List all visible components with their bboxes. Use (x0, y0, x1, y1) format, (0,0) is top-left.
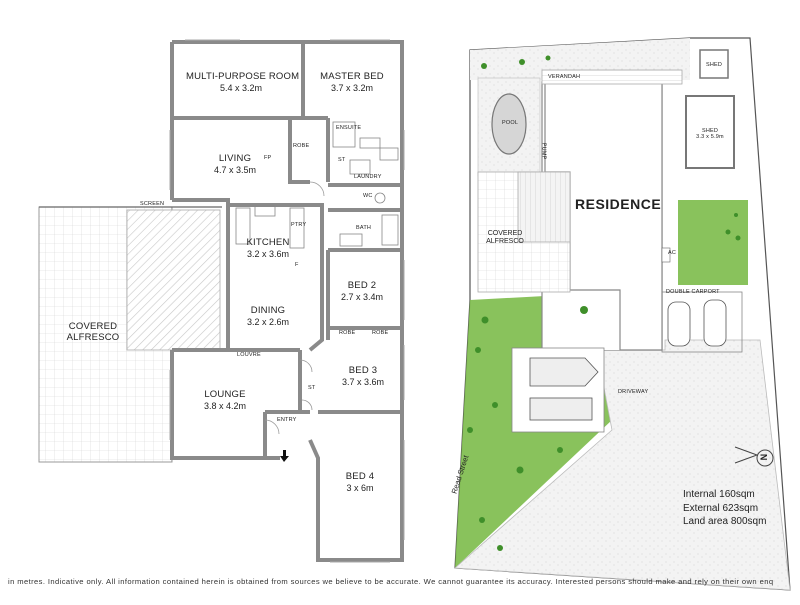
room-dimensions: 2.7 x 3.4m (340, 291, 384, 302)
room-name: LOUNGE (204, 389, 246, 400)
double-carport (661, 291, 743, 353)
room-dimensions: 3.2 x 2.6m (246, 316, 290, 327)
label-site-alfresco: COVERED ALFRESCO (485, 230, 525, 246)
room-bed-2: BED 2 2.7 x 3.4m (332, 280, 392, 302)
label-ac: AC (668, 250, 677, 256)
area-summary: Internal 160sqm External 623sqm Land are… (683, 488, 766, 529)
label-storage-2: ST (308, 385, 316, 391)
pool (491, 93, 527, 155)
alfresco-line-2: ALFRESCO (486, 238, 524, 246)
room-multi-purpose: MULTI-PURPOSE ROOM 5.4 x 3.2m (186, 71, 300, 93)
label-driveway: DRIVEWAY (618, 389, 649, 395)
room-dimensions: 3.7 x 3.6m (341, 376, 385, 387)
room-living: LIVING 4.7 x 3.5m (200, 153, 270, 175)
label-screen: SCREEN (140, 201, 165, 207)
room-name: BED 2 (347, 280, 377, 291)
side-lawn (678, 200, 748, 285)
label-shed-main: SHED 3.3 x 5.9m (688, 128, 732, 141)
label-pool: POOL (502, 120, 519, 126)
label-verandah: VERANDAH (548, 74, 581, 80)
label-louvre: LOUVRE (237, 352, 261, 358)
floor-plan (38, 39, 405, 563)
room-dimensions: 3.2 x 3.6m (246, 248, 290, 259)
label-entry: ENTRY (277, 417, 297, 423)
room-name: BED 4 (345, 471, 375, 482)
north-letter: N (759, 453, 770, 461)
label-wc: WC (363, 193, 373, 199)
label-shed-small: SHED (706, 62, 723, 68)
room-name: BED 3 (348, 365, 378, 376)
room-dining: DINING 3.2 x 2.6m (238, 305, 298, 327)
room-bed-4: BED 4 3 x 6m (330, 471, 390, 493)
pergola-hatch (126, 209, 221, 351)
site-plan (454, 37, 791, 591)
label-ensuite: ENSUITE (336, 125, 362, 131)
label-bath: BATH (356, 225, 372, 231)
back-garden (470, 38, 690, 80)
entry-arrow-icon (280, 450, 289, 462)
room-dimensions: 4.7 x 3.5m (213, 164, 257, 175)
room-master-bed: MASTER BED 3.7 x 3.2m (310, 71, 394, 93)
label-pump: PUMP (540, 142, 547, 160)
site-pergola (517, 171, 571, 243)
land-area: Land area 800sqm (683, 516, 767, 527)
fixtures (235, 121, 399, 249)
label-storage-1: ST (338, 157, 346, 163)
room-dimensions: 3.8 x 4.2m (203, 400, 247, 411)
room-name: KITCHEN (246, 237, 290, 248)
room-dimensions: 3 x 6m (346, 482, 374, 493)
label-pantry: PTRY (291, 222, 307, 228)
trees (467, 55, 741, 551)
external-area: External 623sqm (683, 502, 759, 514)
boat (529, 357, 599, 387)
north-arrow-icon (734, 446, 774, 467)
shed-small (699, 49, 729, 79)
trailer (529, 397, 593, 421)
label-robe-2: ROBE (339, 330, 356, 336)
internal-area: Internal 160sqm (683, 489, 755, 500)
room-name: LIVING (218, 153, 252, 164)
room-covered-alfresco: COVERED ALFRESCO (66, 321, 120, 343)
room-dimensions: 3.7 x 3.2m (330, 82, 374, 93)
label-robe-1: ROBE (293, 143, 310, 149)
alfresco-line-1: COVERED (487, 230, 523, 237)
door-swings (264, 181, 325, 435)
label-fridge: F (295, 262, 299, 268)
verandah (541, 69, 683, 85)
room-lounge: LOUNGE 3.8 x 4.2m (192, 389, 258, 411)
label-residence: RESIDENCE (575, 196, 662, 212)
label-laundry: LAUNDRY (354, 174, 382, 180)
parked-cars (667, 299, 727, 347)
windows (169, 39, 405, 563)
ac-unit (661, 247, 671, 263)
room-kitchen: KITCHEN 3.2 x 3.6m (238, 237, 298, 259)
room-name: MASTER BED (320, 71, 384, 82)
shed-dimensions: 3.3 x 5.9m (696, 134, 724, 141)
shed-main (685, 95, 735, 169)
house-walls (170, 40, 404, 562)
shed-name: SHED (701, 128, 719, 134)
room-dimensions: 5.4 x 3.2m (219, 82, 263, 93)
label-fireplace: FP (264, 155, 272, 161)
disclaimer: in metres. Indicative only. All informat… (8, 577, 774, 586)
room-bed-3: BED 3 3.7 x 3.6m (330, 365, 396, 387)
room-name: DINING (250, 305, 286, 316)
label-robe-3: ROBE (372, 330, 389, 336)
label-double-carport: DOUBLE CARPORT (666, 289, 720, 295)
room-name: MULTI-PURPOSE ROOM (186, 71, 300, 82)
